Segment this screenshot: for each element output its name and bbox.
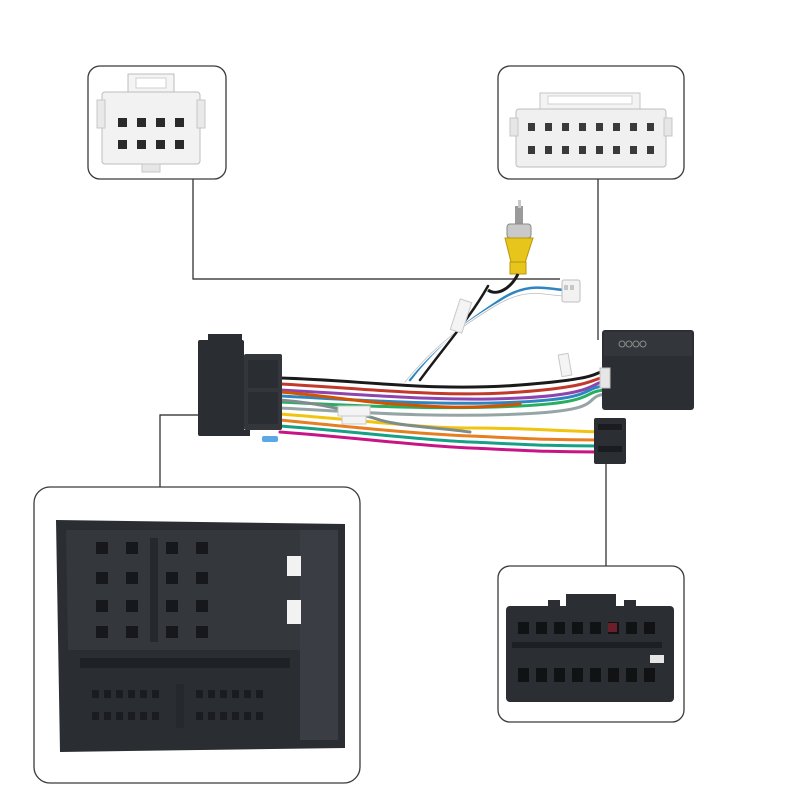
leader-line-top-left [192,178,560,280]
white-8pin-connector-icon [96,73,206,173]
callout-black-quadlock [33,486,361,784]
can-decoder-box-icon [599,330,694,410]
callout-black-16pin [497,565,685,723]
black-quadlock-connector-icon [56,520,345,752]
callout-white-16pin [497,65,685,180]
harness-body [198,200,694,464]
wire-tags [337,298,573,425]
iso-connector-icon [198,334,282,442]
wire-bundle [278,370,607,454]
rca-plug-icon [487,200,534,294]
wire-up-bundle [403,284,567,384]
callout-white-8pin [87,65,227,180]
leader-lines [159,178,607,566]
small-white-plug-icon [561,279,581,303]
leader-line-bottom-left [159,414,198,487]
black-16pin-plug-icon [594,418,626,464]
black-16pin-connector-icon [506,594,674,702]
white-16pin-connector-icon [509,92,673,168]
